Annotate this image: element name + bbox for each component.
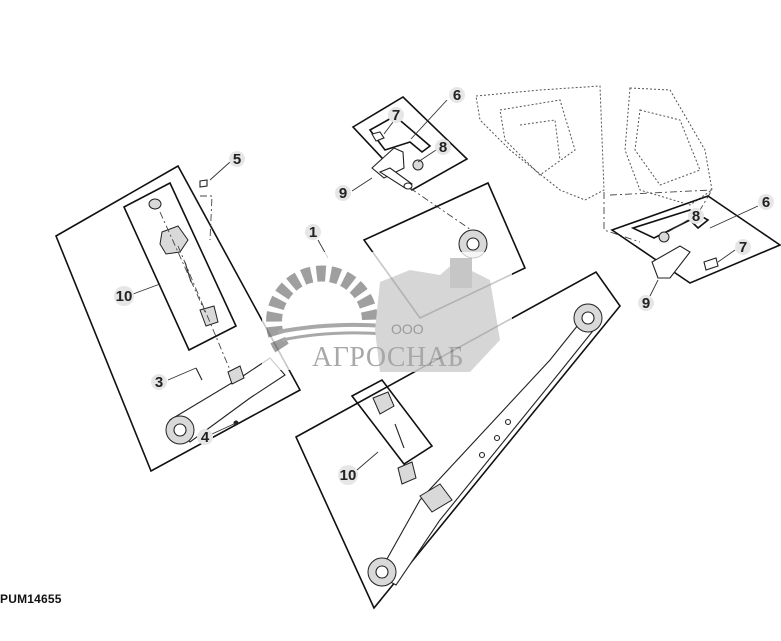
callout-6-right: 6	[758, 194, 774, 211]
callouts: 1 3 4 5 6 6 7 7 8 8 9 9 10 10	[114, 87, 774, 485]
svg-text:8: 8	[439, 139, 447, 156]
svg-text:8: 8	[692, 208, 700, 225]
svg-text:10: 10	[116, 288, 133, 305]
lower-block	[199, 305, 219, 327]
svg-text:7: 7	[392, 107, 400, 124]
callout-5: 5	[229, 151, 245, 168]
latch-block-b	[372, 391, 395, 415]
cap-part	[148, 198, 162, 210]
pivot-bracket-9b	[651, 245, 691, 279]
bracket-assembly-center	[351, 95, 481, 237]
tractor-frame-ghost	[475, 85, 713, 243]
callout-9-center: 9	[335, 185, 351, 202]
latch-block	[159, 225, 189, 255]
svg-text:5: 5	[233, 151, 241, 168]
callout-7-center: 7	[388, 107, 404, 124]
bracket-assembly-right	[610, 195, 781, 297]
watermark-company-name: АГРОСНАБ	[312, 342, 464, 373]
callout-7-right: 7	[735, 239, 751, 256]
watermark-prefix: ООО	[391, 321, 424, 337]
callout-8-center: 8	[435, 139, 451, 156]
callout-8-right: 8	[688, 208, 704, 225]
callout-6-center: 6	[449, 87, 465, 104]
nut-8b	[658, 231, 670, 243]
bolt-7a	[371, 131, 385, 142]
bolt-7b	[703, 257, 719, 271]
svg-text:4: 4	[201, 429, 210, 446]
nut-8a	[412, 159, 424, 171]
svg-text:3: 3	[155, 374, 163, 391]
callout-3: 3	[151, 374, 167, 391]
bolt-5	[199, 179, 208, 188]
spring-b	[394, 423, 405, 449]
callout-10-left: 10	[114, 286, 134, 306]
svg-text:9: 9	[339, 185, 347, 202]
drawing-id-label: PUM14655	[0, 592, 62, 606]
watermark-logo: ООО АГРОСНАБ	[262, 252, 512, 373]
svg-text:9: 9	[642, 295, 650, 312]
left-assembly	[54, 161, 302, 473]
gear-icon	[266, 265, 378, 353]
svg-text:6: 6	[762, 194, 770, 211]
callout-1: 1	[305, 224, 321, 241]
callout-4: 4	[197, 429, 213, 446]
lower-block-b	[397, 461, 417, 485]
svg-text:6: 6	[453, 87, 461, 104]
callout-9-right: 9	[638, 295, 654, 312]
bolt-3	[195, 367, 203, 381]
callout-10-center: 10	[338, 465, 358, 485]
svg-text:10: 10	[340, 467, 357, 484]
pivot-bracket-9a	[371, 147, 405, 179]
combine-harvester-icon	[375, 262, 500, 372]
svg-text:7: 7	[739, 239, 747, 256]
svg-text:1: 1	[309, 224, 317, 241]
center-assembly	[294, 181, 622, 610]
